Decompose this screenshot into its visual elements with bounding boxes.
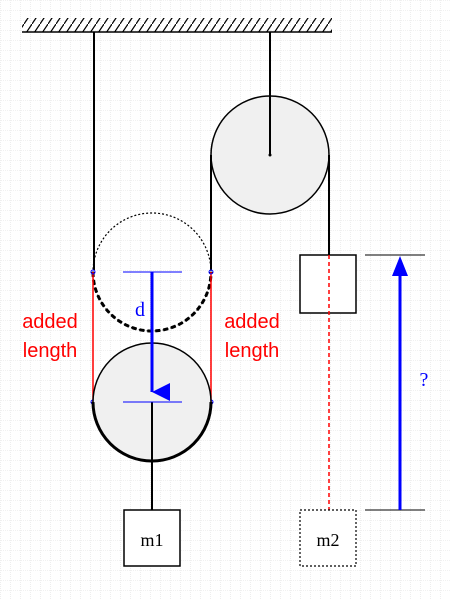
ceiling-hatch — [22, 18, 332, 32]
m1-label: m1 — [140, 530, 163, 550]
m1-box — [123, 509, 181, 567]
m2-displacement: ? — [365, 254, 429, 511]
m2-label: m2 — [316, 530, 339, 550]
displacement-d: d — [123, 271, 182, 403]
q-arrow-head — [392, 256, 408, 276]
added-length-left-label: length — [23, 340, 78, 362]
question-label: ? — [420, 369, 429, 391]
fixed-pulley — [210, 32, 330, 215]
tangent-point-marker — [90, 269, 96, 275]
m2-original-box — [299, 254, 357, 314]
fixed-pulley-axle — [268, 153, 272, 157]
m2-box — [299, 509, 357, 567]
added-length-right-label: added — [224, 311, 280, 333]
m1-block: m1 — [123, 509, 181, 567]
added-length-right-label: length — [225, 340, 280, 362]
added-length-left-label: added — [22, 311, 78, 333]
ceiling — [22, 18, 332, 33]
m2-block: m2 — [299, 509, 357, 567]
d-label: d — [135, 299, 145, 321]
tangent-point-marker — [208, 269, 214, 275]
